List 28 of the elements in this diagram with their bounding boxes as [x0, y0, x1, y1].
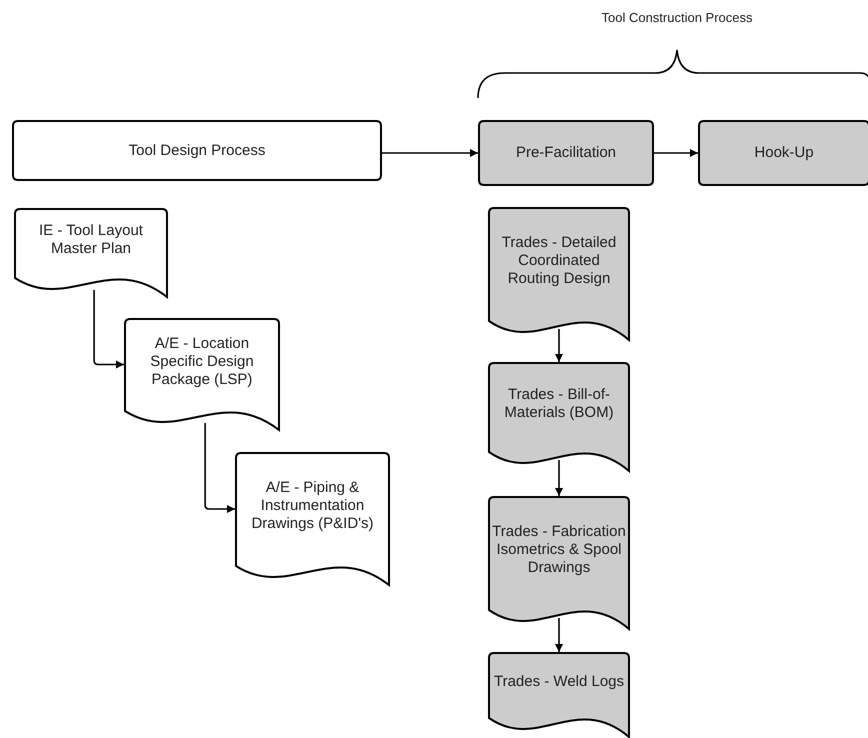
process-box: [698, 120, 868, 186]
arrow: [382, 149, 478, 157]
document-shape: [14, 208, 168, 298]
document-shape: [488, 362, 630, 472]
node-text: Trades - Weld Logs: [492, 673, 626, 691]
arrow: [654, 149, 698, 157]
document-shape: [488, 207, 630, 341]
node-text: Pre-Facilitation: [514, 144, 618, 162]
arrow: [204, 423, 235, 513]
node-text: IE - Tool Layout Master Plan: [38, 222, 144, 258]
arrow: [93, 290, 124, 368]
document-shape: [488, 652, 630, 738]
arrow: [555, 460, 563, 496]
node-text: A/E - Piping & Instrumentation Drawings (P&ID's): [250, 479, 375, 533]
node-text: Trades - Fabrication Isometrics & Spool Drawings: [492, 523, 626, 577]
arrow: [555, 329, 563, 362]
bracket-label: Tool Construction Process: [602, 10, 753, 25]
arrow: [555, 618, 563, 652]
process-box: [478, 120, 654, 186]
node-text: Trades - Detailed Coordinated Routing Design: [500, 234, 618, 288]
node-text: Tool Design Process: [128, 142, 266, 160]
node-text: Hook-Up: [753, 144, 815, 162]
node-text: A/E - Location Specific Design Package (LSP): [149, 334, 255, 388]
process-box: [12, 120, 382, 181]
document-shape: [235, 452, 390, 586]
document-shape: [124, 318, 280, 431]
document-shape: [488, 496, 630, 630]
node-text: Trades - Bill-of-Materials (BOM): [503, 386, 615, 422]
